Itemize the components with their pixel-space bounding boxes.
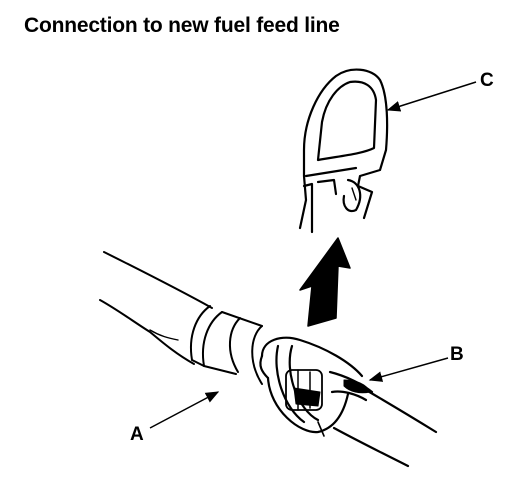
quick-connect-fitting: [259, 336, 374, 434]
fuel-hose: [99, 251, 263, 385]
diagram-title: Connection to new fuel feed line: [24, 14, 340, 37]
callout-label-b: B: [450, 344, 464, 365]
callout-leaders: [149, 81, 477, 429]
upward-arrow: [299, 237, 351, 327]
callout-label-a: A: [130, 424, 144, 445]
fuel-feed-line: [317, 388, 438, 468]
callout-label-c: C: [480, 70, 494, 91]
retainer-clip: [298, 68, 389, 234]
